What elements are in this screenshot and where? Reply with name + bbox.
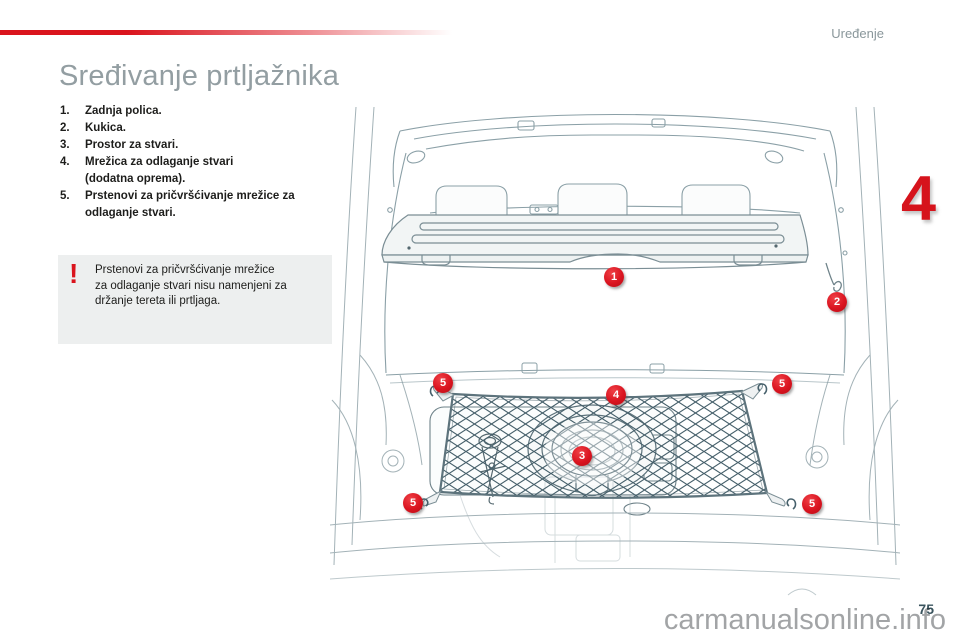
marker-4: 4 — [606, 385, 626, 405]
legend-item-number: 5. — [60, 190, 70, 202]
warning-box: ! Prstenovi za pričvršćivanje mrežice za… — [58, 255, 332, 344]
legend-item-label: Prostor za stvari. — [85, 139, 179, 151]
marker-5: 5 — [802, 494, 822, 514]
marker-5: 5 — [433, 373, 453, 393]
rear-seats — [429, 183, 801, 217]
legend-item-number: 3. — [60, 139, 70, 151]
page-title: Sređivanje prtljažnika — [59, 60, 340, 92]
car-body-outline — [331, 106, 899, 566]
marker-5: 5 — [403, 493, 423, 513]
page-number: 75 — [918, 601, 934, 617]
warning-exclamation-icon: ! — [69, 258, 79, 289]
legend-item-4: 4. Mrežica za odlaganje stvari (dodatna … — [60, 154, 328, 188]
net-hooks — [418, 383, 797, 510]
legend-item-5: 5. Prstenovi za pričvršćivanje mrežice z… — [60, 188, 328, 222]
trunk-illustration: 1 2 3 4 5 5 5 5 — [330, 105, 900, 600]
legend-item-label: Kukica. — [85, 122, 126, 134]
trunk-line-drawing — [330, 106, 900, 596]
warning-text: Prstenovi za pričvršćivanje mrežice za o… — [95, 264, 287, 307]
legend-list: 1. Zadnja polica. 2. Kukica. 3. Prostor … — [60, 103, 328, 222]
legend-item-2: 2. Kukica. — [60, 120, 328, 137]
accent-rule — [0, 30, 452, 35]
legend-item-number: 2. — [60, 122, 70, 134]
rear-bumper — [330, 445, 900, 596]
legend-item-label: Prstenovi za pričvršćivanje mrežice za o… — [85, 190, 295, 219]
markers-layer: 1 2 3 4 5 5 5 5 — [330, 105, 900, 600]
marker-3: 3 — [572, 446, 592, 466]
legend-item-1: 1. Zadnja polica. — [60, 103, 328, 120]
bag-hook — [825, 262, 842, 292]
legend-item-number: 4. — [60, 156, 70, 168]
cargo-net — [418, 383, 797, 510]
section-header: Uređenje — [831, 26, 884, 41]
marker-2: 2 — [827, 292, 847, 312]
marker-1: 1 — [604, 267, 624, 287]
legend-item-label: Mrežica za odlaganje stvari (dodatna opr… — [85, 156, 234, 185]
legend-item-label: Zadnja polica. — [85, 105, 162, 117]
watermark: carmanualsonline.info — [663, 604, 946, 636]
legend-item-3: 3. Prostor za stvari. — [60, 137, 328, 154]
chapter-tab-number: 4 — [900, 164, 936, 234]
marker-5: 5 — [772, 374, 792, 394]
hatch-frame — [382, 113, 848, 374]
legend-item-number: 1. — [60, 105, 70, 117]
parcel-shelf — [381, 214, 809, 270]
